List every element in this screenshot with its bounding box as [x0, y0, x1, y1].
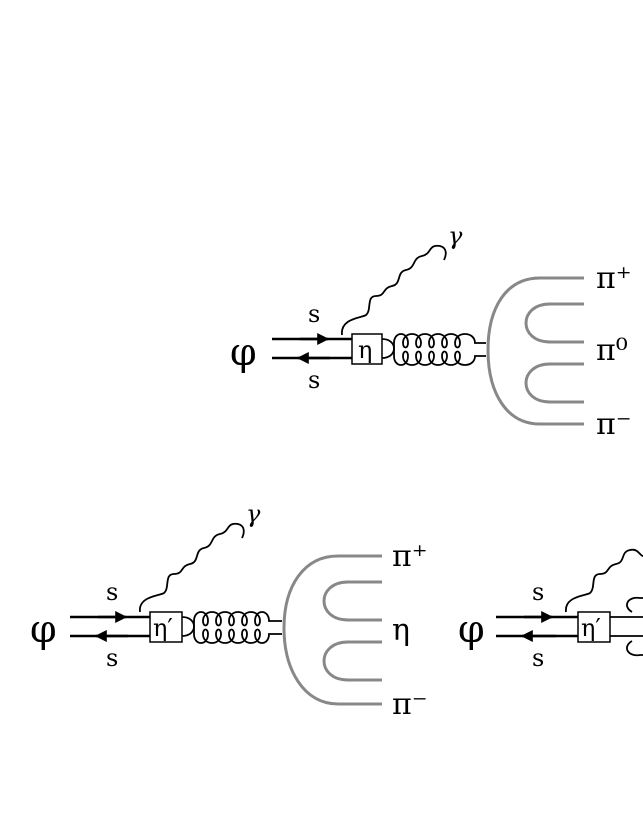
quark-bottom-label: s: [532, 644, 544, 672]
meson-box: [149, 611, 183, 643]
hadron-inner-arc-lower: [524, 362, 584, 404]
quark-top-label: s: [106, 578, 118, 606]
diagram-2: φ s s γ η′ π⁺ η π⁻: [30, 500, 428, 722]
hadron-inner-arc-lower: [322, 640, 382, 682]
meson-label: η: [358, 336, 372, 364]
meson-box: [351, 333, 383, 365]
photon-line: [139, 522, 245, 613]
photon-line: [341, 244, 447, 336]
hadron-inner-arc-upper: [524, 302, 584, 344]
outgoing-label-3: π⁻: [392, 687, 428, 722]
photon-label: γ: [246, 500, 261, 528]
gluon-fragment-top: [626, 596, 643, 613]
initial-phi-label: φ: [30, 607, 57, 651]
gluon-bottom: [193, 628, 282, 644]
hadron-outer-arc: [486, 276, 584, 426]
meson-box: [577, 611, 611, 643]
outgoing-label-2: η: [392, 613, 410, 648]
gluon-bottom: [393, 350, 486, 366]
gluon-fragment-bottom: [626, 640, 643, 657]
gluon-top: [193, 611, 282, 627]
outgoing-label-3: π⁻: [596, 407, 632, 442]
quark-bottom-label: s: [308, 366, 320, 394]
quark-bottom-label: s: [106, 644, 118, 672]
quark-top-label: s: [532, 578, 544, 606]
photon-label: γ: [448, 222, 463, 250]
hadron-inner-arc-upper: [322, 580, 382, 622]
quark-top-label: s: [308, 300, 320, 328]
meson-loop: [181, 616, 195, 637]
outgoing-label-2: π⁰: [596, 333, 628, 368]
meson-label: η′: [153, 614, 173, 642]
initial-phi-label: φ: [458, 607, 485, 651]
meson-label: η′: [581, 614, 601, 642]
gluon-top: [393, 333, 486, 349]
outgoing-label-1: π⁺: [392, 539, 428, 574]
meson-loop: [381, 338, 395, 359]
hadron-outer-arc: [282, 554, 382, 706]
photon-line: [565, 548, 643, 613]
outgoing-label-1: π⁺: [596, 261, 632, 296]
diagram-3: φ s s η′: [458, 548, 643, 672]
initial-phi-label: φ: [230, 330, 257, 374]
diagram-1: φ s s γ η π⁺ π⁰ π⁻: [230, 222, 632, 442]
